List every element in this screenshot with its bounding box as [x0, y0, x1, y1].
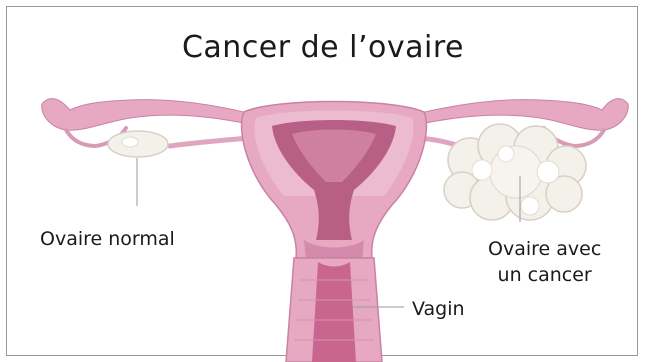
left-fallopian-tube [42, 99, 248, 131]
normal-ovary [108, 131, 168, 157]
label-cancer-ovary-line1: Ovaire avec [488, 236, 601, 262]
label-cancer-ovary: Ovaire avec un cancer [488, 236, 601, 288]
cancer-ovary [444, 124, 586, 220]
label-cancer-ovary-line2: un cancer [488, 262, 601, 288]
label-normal-ovary: Ovaire normal [40, 226, 175, 252]
vaginal-canal [312, 262, 356, 362]
label-vagina: Vagin [412, 296, 465, 322]
normal-ovary-follicle [122, 137, 138, 147]
left-ovarian-ligament [170, 138, 250, 146]
right-fallopian-tube [420, 99, 628, 131]
